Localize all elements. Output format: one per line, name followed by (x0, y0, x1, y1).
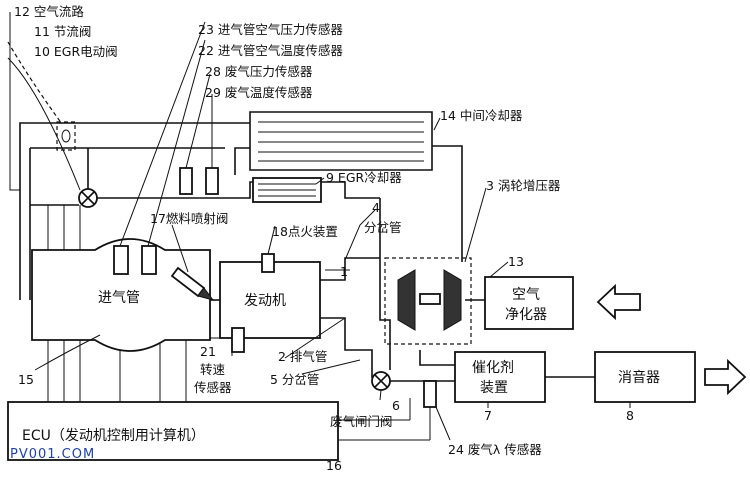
spark-plug (261, 253, 275, 273)
watermark: PV001.COM (10, 447, 95, 462)
label-air-flow-path: 12 空气流路 (14, 4, 84, 19)
intercooler-to-turbo-pipe (432, 145, 463, 262)
waste-gate-valve (371, 371, 391, 391)
label-rpm-2: 传感器 (194, 380, 232, 395)
label-ignition: 18点火装置 (272, 224, 338, 239)
compressor-wheel (443, 269, 462, 331)
label-1: 1 (340, 264, 348, 279)
turbine-wheel (397, 269, 416, 331)
catalyst-box (454, 351, 546, 403)
air-cleaner-label-1: 空气 (512, 287, 540, 303)
exhaust-temp-sensor (205, 167, 219, 195)
label-branch-pipe-4: 分岔管 (364, 220, 402, 235)
label-intake-pressure-sensor: 23 进气管空气压力传感器 (198, 22, 343, 37)
turbocharger-box (384, 257, 472, 345)
label-16: 16 (326, 458, 342, 473)
label-lambda-sensor: 24 废气λ 传感器 (448, 442, 542, 457)
label-8: 8 (626, 408, 634, 423)
catalyst-label-2: 装置 (480, 380, 508, 396)
engine-block (219, 261, 321, 339)
intake-temp-sensor (141, 245, 157, 275)
exhaust-pressure-sensor (179, 167, 193, 195)
label-turbocharger: 3 涡轮增压器 (486, 178, 561, 193)
ecu-box (7, 401, 339, 461)
label-egr-cooler: 9 EGR冷却器 (326, 170, 402, 185)
intercooler-fins (258, 121, 424, 162)
muffler-label: 消音器 (618, 369, 660, 386)
muffler-box (594, 351, 696, 403)
label-13: 13 (508, 254, 524, 269)
exhaust-outlet-arrow (704, 358, 747, 396)
label-exhaust-pressure-sensor: 28 废气压力传感器 (205, 64, 313, 79)
intake-manifold (31, 238, 211, 352)
air-cleaner-label-2: 净化器 (505, 307, 547, 323)
intake-label: 进气管 (98, 290, 140, 306)
label-6: 6 (392, 398, 400, 413)
label-exhaust-temp-sensor: 29 废气温度传感器 (205, 85, 313, 100)
label-exhaust-pipe: 2 排气管 (278, 349, 327, 364)
throttle-box (56, 121, 76, 151)
catalyst-label-1: 催化剂 (472, 360, 514, 376)
engine-label: 发动机 (244, 293, 286, 309)
air-flow-path (19, 122, 250, 300)
fuel-injector (170, 266, 215, 301)
label-intercooler: 14 中间冷却器 (440, 108, 523, 123)
lambda-sensor (423, 380, 437, 408)
label-4-number: 4 (372, 200, 380, 215)
ecu-label: ECU（发动机控制用计算机） (22, 428, 205, 444)
intercooler-outline (249, 111, 433, 171)
label-7: 7 (484, 408, 492, 423)
throttle-valve (61, 129, 71, 143)
label-throttle: 11 节流阀 (34, 24, 91, 39)
exhaust-pipe-2 (320, 317, 373, 378)
rpm-sensor (231, 327, 245, 353)
label-egr-valve: 10 EGR电动阀 (34, 44, 118, 59)
exhaust-manifold-pipe (320, 257, 380, 281)
intake-pressure-sensor (113, 245, 129, 275)
label-branch-pipe-5: 5 分岔管 (270, 372, 319, 387)
label-15: 15 (18, 372, 34, 387)
label-rpm-1: 转速 (200, 362, 226, 377)
air-cleaner-box (484, 276, 574, 330)
egr-valve (78, 188, 98, 208)
leader-lines (7, 12, 631, 461)
label-intake-temp-sensor: 22 进气管空气温度传感器 (198, 43, 343, 58)
label-fuel-injector: 17燃料喷射阀 (150, 211, 228, 226)
label-wastegate: 废气闸门阀 (330, 414, 393, 429)
label-21: 21 (200, 344, 216, 359)
air-inlet-arrow (596, 283, 641, 321)
